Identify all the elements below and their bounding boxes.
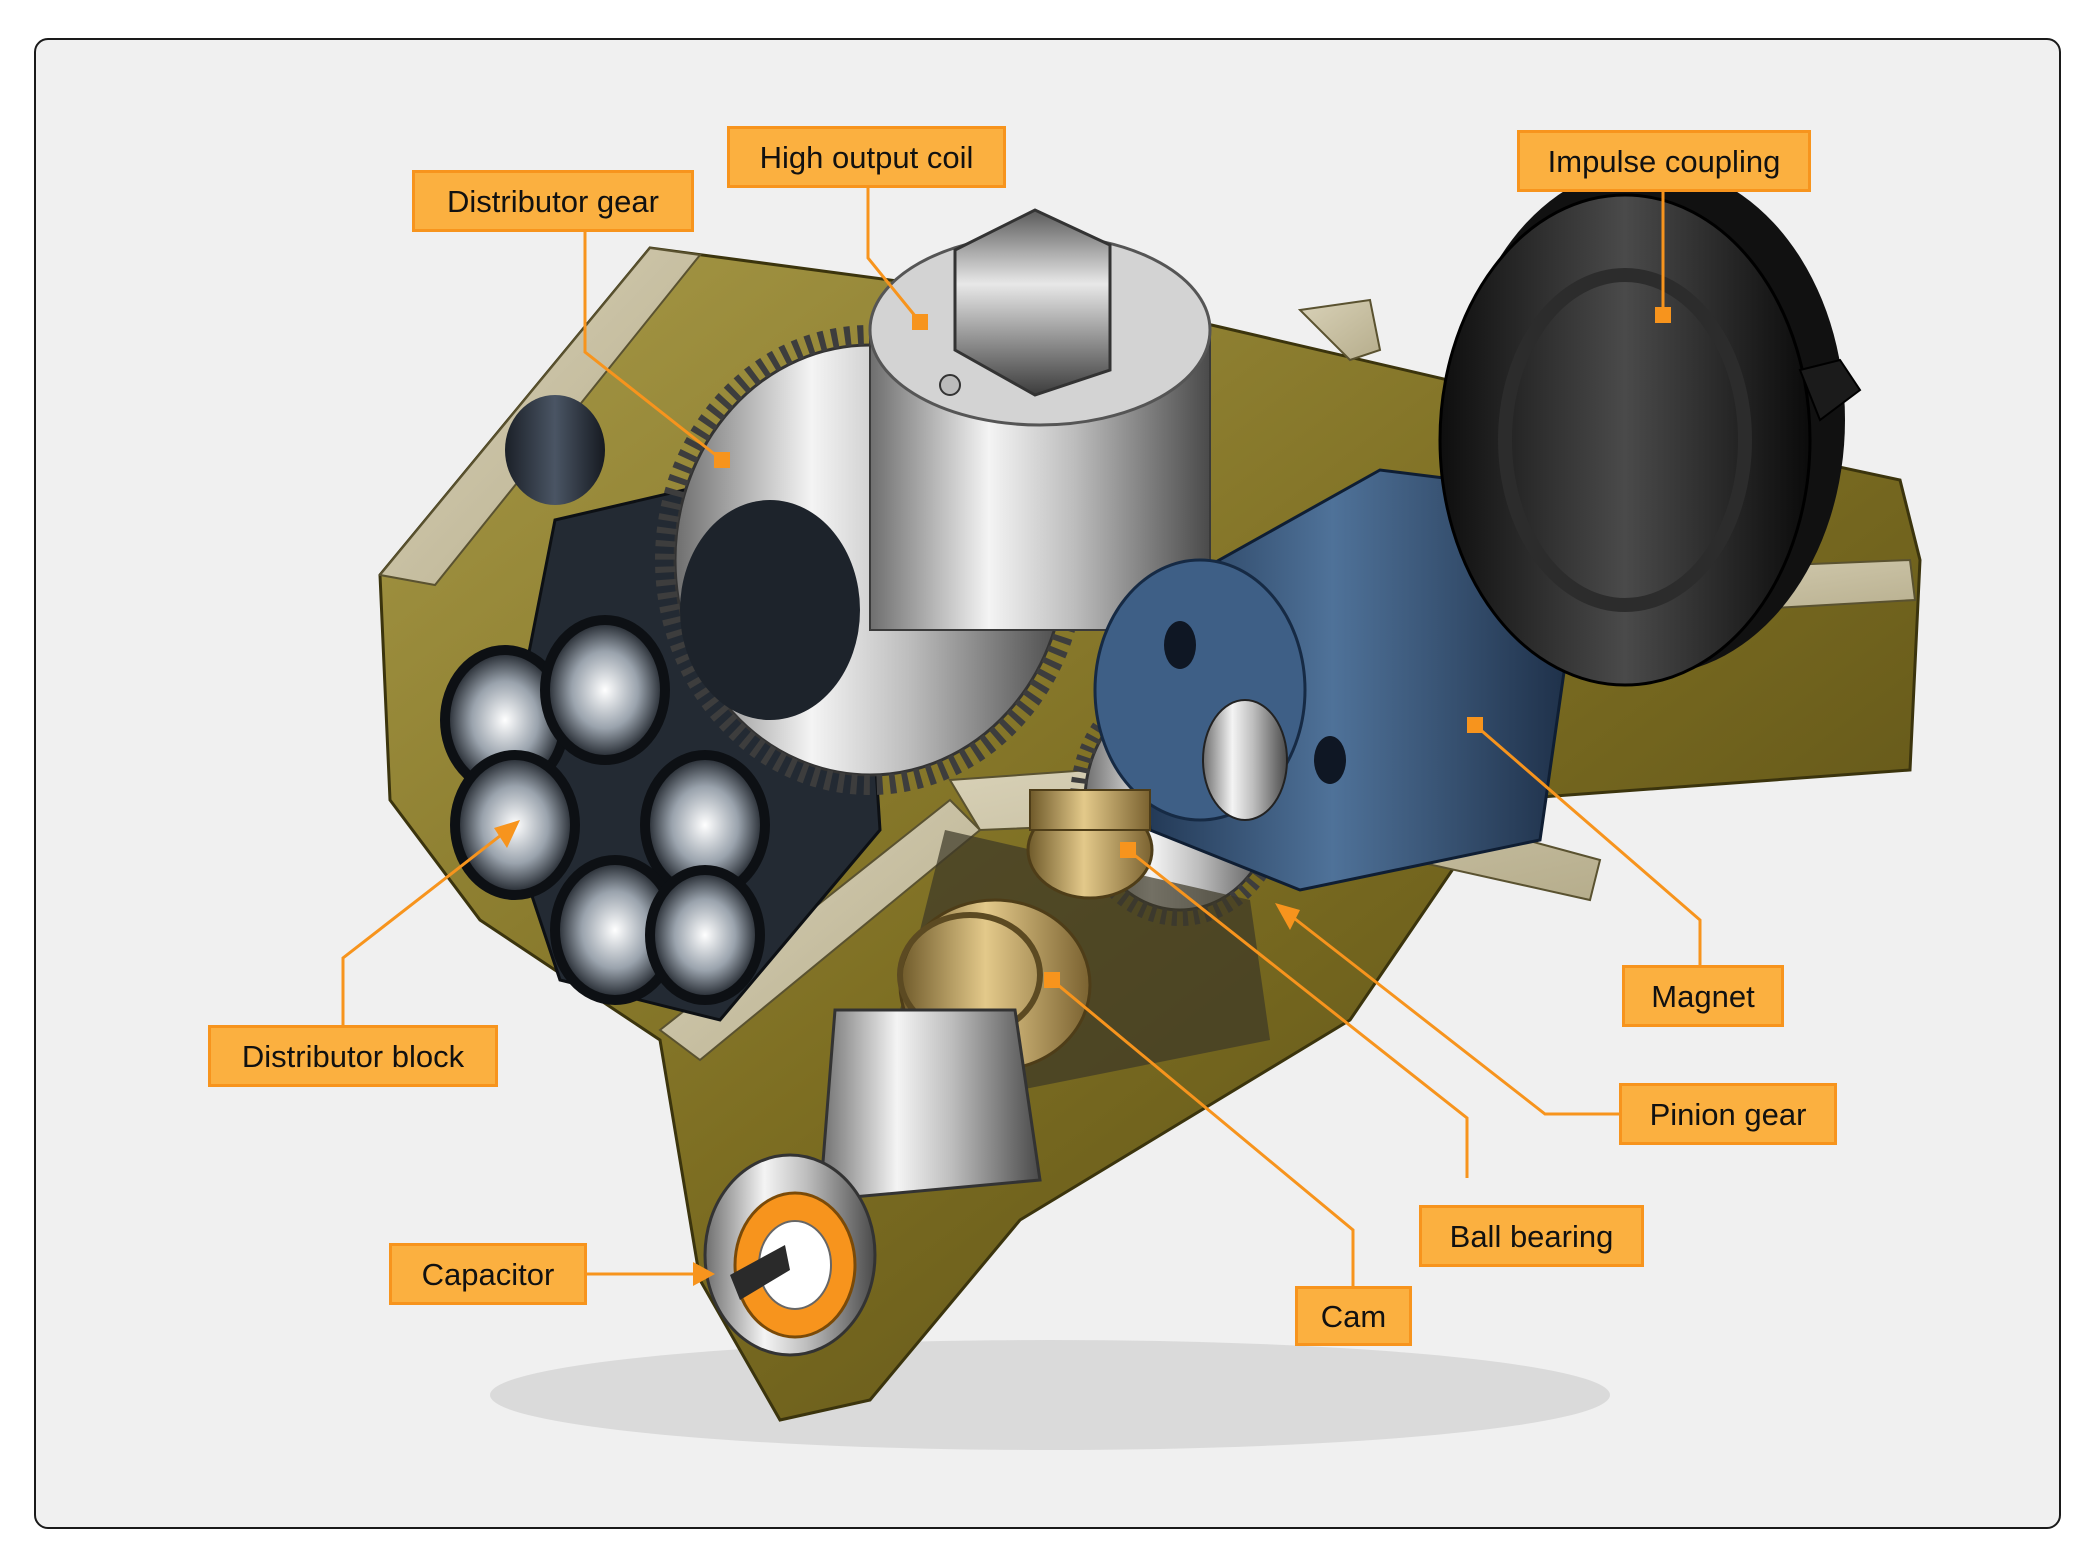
label-ball-bearing: Ball bearing xyxy=(1419,1205,1644,1267)
marker-high-output-coil xyxy=(912,314,928,330)
marker-impulse-coupling xyxy=(1655,307,1671,323)
leader-magnet xyxy=(1474,723,1702,965)
distributor-tubes xyxy=(440,615,770,1005)
arrow-pinion-gear xyxy=(1275,903,1300,930)
leader-cam xyxy=(1051,978,1355,1286)
drive-shaft xyxy=(1798,358,1862,422)
label-distributor-gear: Distributor gear xyxy=(412,170,694,232)
leader-high-output-coil xyxy=(866,188,922,323)
capacitor-pin xyxy=(730,1245,790,1300)
label-pinion-gear: Pinion gear xyxy=(1619,1083,1837,1145)
magnet-hole-1 xyxy=(1164,621,1196,669)
coil-screw xyxy=(939,374,961,396)
leader-arrowheads xyxy=(494,820,1300,1286)
label-impulse-coupling: Impulse coupling xyxy=(1517,130,1811,192)
label-distributor-block: Distributor block xyxy=(208,1025,498,1087)
leader-pinion-gear xyxy=(1289,913,1619,1116)
ball-bearing-band xyxy=(1029,789,1151,831)
marker-cam xyxy=(1044,972,1060,988)
magnet-shaft xyxy=(1202,699,1288,821)
marker-distributor-gear xyxy=(714,452,730,468)
label-magnet: Magnet xyxy=(1622,965,1784,1027)
marker-ball-bearing xyxy=(1120,842,1136,858)
leader-markers xyxy=(714,307,1671,988)
label-cam: Cam xyxy=(1295,1286,1412,1346)
impulse-coupling-ring xyxy=(1498,268,1752,612)
label-high-output-coil: High output coil xyxy=(727,126,1006,188)
housing-upper-flange xyxy=(1297,298,1382,362)
marker-magnet xyxy=(1467,717,1483,733)
capacitor-barrel xyxy=(818,1008,1042,1202)
housing-side-boss xyxy=(505,395,605,505)
leader-distributor-gear xyxy=(583,230,723,462)
leader-distributor-block xyxy=(341,830,506,1025)
housing-shadow xyxy=(490,1340,1610,1450)
coil-terminal xyxy=(953,208,1112,397)
magnet-hole-2 xyxy=(1314,736,1346,784)
label-capacitor: Capacitor xyxy=(389,1243,587,1305)
distributor-gear-hub xyxy=(680,500,860,720)
arrow-distributor-block xyxy=(494,820,520,848)
leader-lines xyxy=(341,188,1702,1286)
leader-ball-bearing xyxy=(1127,848,1469,1178)
impulse-coupling xyxy=(1438,193,1812,687)
arrow-capacitor xyxy=(693,1262,715,1286)
